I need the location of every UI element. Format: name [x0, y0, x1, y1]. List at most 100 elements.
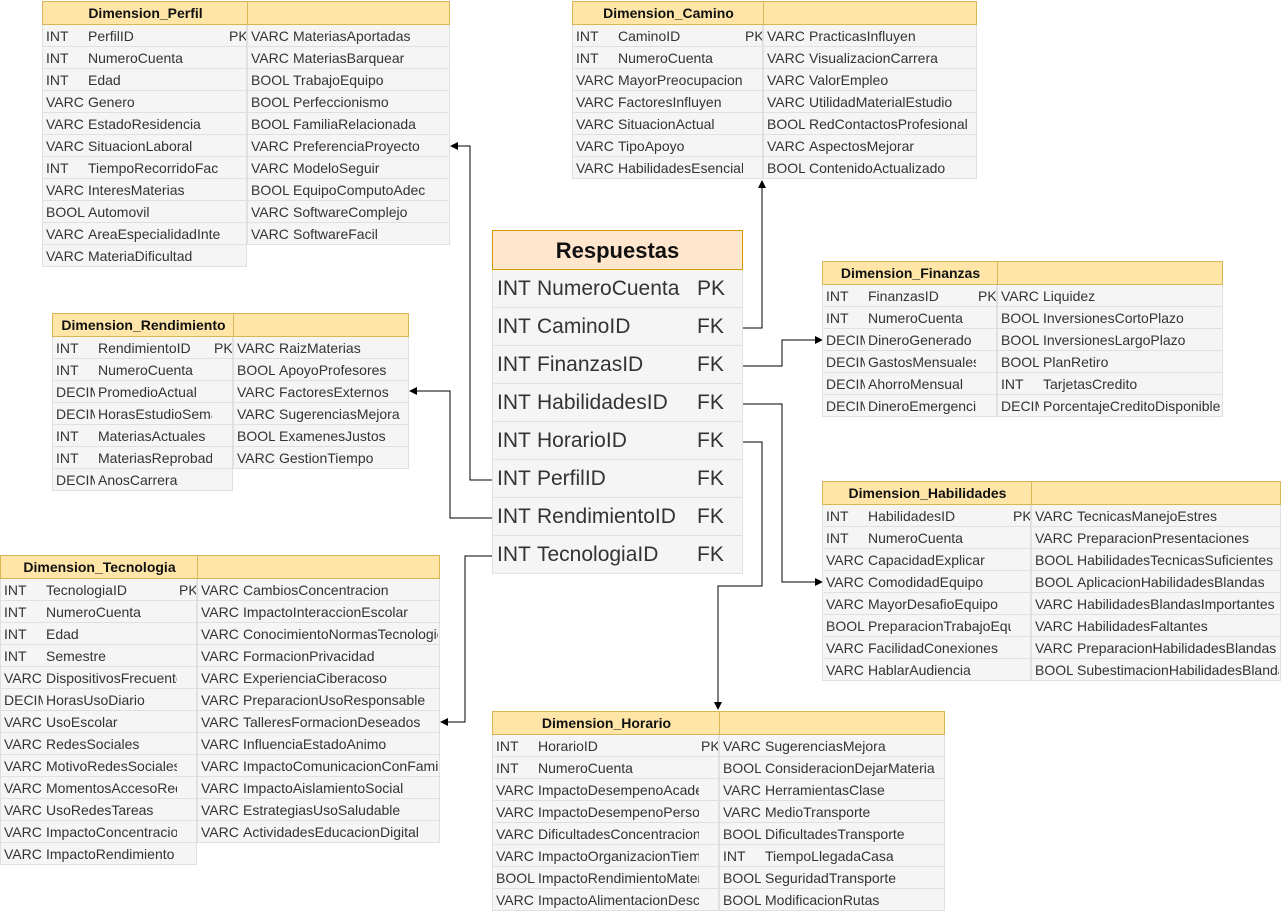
- field-row[interactable]: DECIMDineroEmergencia: [822, 395, 997, 417]
- field-row[interactable]: DECIMHorasUsoDiario: [0, 689, 197, 711]
- field-row[interactable]: VARCImpactoDesempenoPersonal: [492, 801, 719, 823]
- field-row[interactable]: INTMateriasReprobadas: [52, 447, 233, 469]
- field-row[interactable]: DECIMGastosMensuales: [822, 351, 997, 373]
- field-row[interactable]: VARCMomentosAccesoRedes: [0, 777, 197, 799]
- field-row[interactable]: DECIMPromedioActual: [52, 381, 233, 403]
- field-row[interactable]: BOOLImpactoRendimientoMaterias: [492, 867, 719, 889]
- field-row[interactable]: VARCHabilidadesEsenciales: [572, 157, 763, 179]
- field-row[interactable]: BOOLPreparacionTrabajoEquipo: [822, 615, 1031, 637]
- field-row[interactable]: VARCImpactoDesempenoAcademico: [492, 779, 719, 801]
- field-row[interactable]: DECIMDineroGenerado: [822, 329, 997, 351]
- field-row[interactable]: DECIMAhorroMensual: [822, 373, 997, 395]
